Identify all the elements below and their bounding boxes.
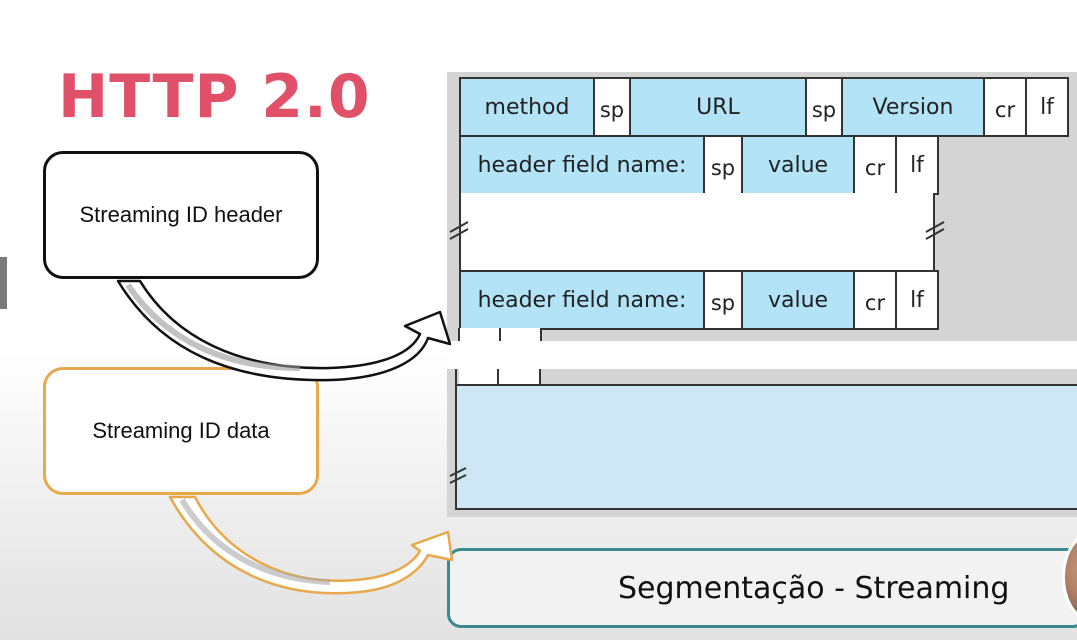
segmentation-streaming-label: Segmentação - Streaming [618,570,1010,606]
header-arrow [116,279,452,382]
panel-gap-band [447,341,1077,369]
streaming-id-header-box: Streaming ID header [43,151,319,279]
streaming-id-data-box: Streaming ID data [43,367,319,495]
left-edge-tab [0,257,7,309]
version-cell: Version [843,79,985,135]
omitted-headers-area [459,193,935,272]
lf-cell: lf [897,272,939,328]
url-cell: URL [631,79,807,135]
cr-cell: cr [855,137,897,193]
entity-body-box [455,384,1077,510]
request-line: method sp URL sp Version cr lf [459,77,1069,137]
header-field-name-cell: header field name: [461,137,705,193]
streaming-id-header-label: Streaming ID header [79,202,283,227]
method-cell: method [461,79,595,135]
blank-line-cells [459,328,541,384]
segmentation-streaming-box: Segmentação - Streaming [447,548,1077,628]
sp-cell: sp [807,79,843,135]
cr-cell: cr [855,272,897,328]
header-field-name-cell: header field name: [461,272,705,328]
slide-title: HTTP 2.0 [58,62,371,132]
header-line: header field name: sp value cr lf [459,270,939,330]
sp-cell: sp [595,79,631,135]
value-cell: value [743,272,855,328]
cr-cell: cr [985,79,1027,135]
lf-cell: lf [897,137,939,193]
lf-cell: lf [1027,79,1069,135]
sp-cell: sp [705,137,743,193]
header-line: header field name: sp value cr lf [459,135,939,195]
streaming-id-data-label: Streaming ID data [92,418,270,443]
value-cell: value [743,137,855,193]
sp-cell: sp [705,272,743,328]
data-arrow [168,495,454,595]
